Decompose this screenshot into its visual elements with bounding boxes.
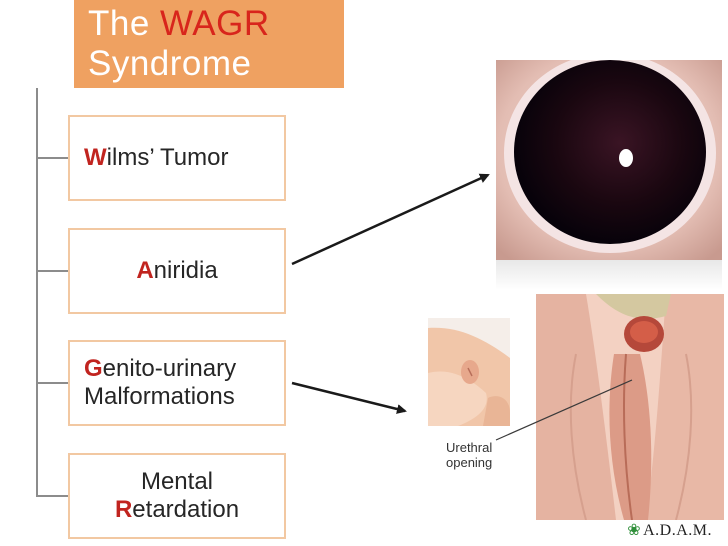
urethral-label-line1: Urethral [446,440,493,455]
title-line-1: The WAGR [88,4,344,44]
tree-branch-1 [36,157,68,159]
tree-trunk [36,88,38,496]
urethral-label-line2: opening [446,455,493,470]
eye-reflection [496,260,722,290]
urethral-label: Urethral opening [446,440,492,470]
item-initial: G [84,355,103,382]
eye-photo [496,60,722,290]
adam-text: A.D.A.M. [643,522,712,539]
item-text: etardation [132,496,240,523]
adam-logo: ❀A.D.A.M. [627,520,712,540]
item-text-line1: Mental [140,468,214,495]
title-line-2: Syndrome [88,44,252,83]
title-prefix: The [88,4,161,43]
eye-highlight [619,149,633,167]
title-accent: WAGR [160,4,270,43]
item-genito-urinary: Genito-urinary Malformations [68,340,286,426]
tree-branch-3 [36,382,68,384]
item-initial: R [114,496,133,523]
title-box: The WAGR Syndrome [74,0,344,88]
infant-photo [428,318,510,426]
arrow-aniridia [291,173,490,266]
tree-branch-4 [36,495,68,497]
item-text-line2: Malformations [84,383,235,410]
item-wilms-tumor: Wilms’ Tumor [68,115,286,201]
item-text: ilms’ Tumor [106,144,229,171]
arrow-genito-urinary [291,381,407,414]
item-mental-retardation: Mental Retardation [68,453,286,539]
item-text: niridia [153,257,218,284]
tree-branch-2 [36,270,68,272]
eye-pupil [514,60,706,244]
item-initial: W [84,144,107,171]
item-aniridia: Aniridia [68,228,286,314]
anatomy-illustration [536,294,724,520]
item-initial: A [136,257,154,284]
item-text: enito-urinary [102,355,237,382]
adam-leaf-icon: ❀ [627,522,642,539]
